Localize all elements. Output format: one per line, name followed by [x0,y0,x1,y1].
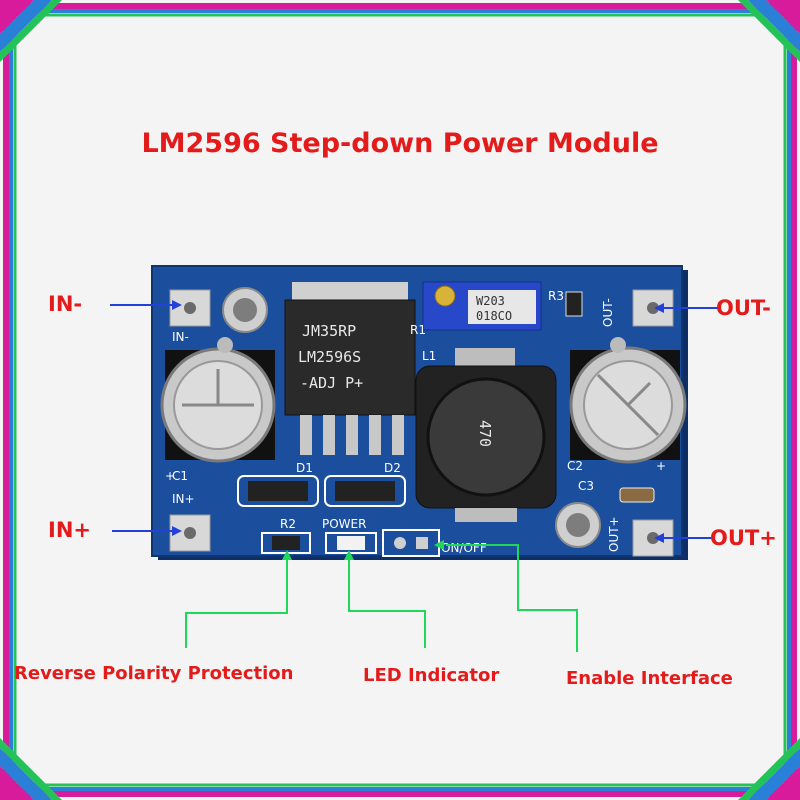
mounting-hole-top [222,287,268,333]
page-title: LM2596 Step-down Power Module [141,128,659,159]
label-enable-interface: Enable Interface [566,668,733,689]
silk-power: POWER [322,517,366,531]
silk-c2-plus: + [656,459,666,473]
silk-c3: C3 [578,479,594,493]
arrow-out-plus [654,533,712,543]
pot-marking-line1: W203 [476,294,505,308]
pot-marking-line2: 018CO [476,309,512,323]
regulator-ic [284,282,416,455]
inductor-marking: 470 [476,420,494,447]
label-led-indicator: LED Indicator [363,665,500,686]
arrow-in-plus [112,526,182,536]
corner-ribbon-top-right [738,0,800,62]
label-out-plus: OUT+ [710,526,777,550]
silk-c2: C2 [567,459,583,473]
enable-header [382,529,440,557]
pad-in-minus [169,289,211,327]
silk-r2: R2 [280,517,296,531]
pcb-board [151,265,688,560]
silk-l1: L1 [422,349,436,363]
silk-in-minus: IN- [172,330,189,344]
silk-out-plus: OUT+ [607,516,621,552]
capacitor-c1 [160,337,276,463]
mounting-hole-bottom [555,502,601,548]
label-out-minus: OUT- [716,296,771,320]
power-led [325,532,377,554]
label-reverse-polarity: Reverse Polarity Protection [14,663,294,684]
inductor-l1 [415,348,557,522]
diode-d2 [324,475,406,507]
arrow-in-minus [110,300,182,310]
label-in-plus: IN+ [48,518,91,542]
leader-enable-interface [434,540,578,652]
corner-ribbon-bottom-left [0,738,62,800]
silk-c1: C1 [172,469,188,483]
label-in-minus: IN- [48,292,83,316]
capacitor-c3 [619,487,655,503]
ic-marking-line2: LM2596S [298,348,361,366]
diode-d1 [237,475,319,507]
silk-c1-plus: + [165,469,175,483]
ic-marking-line1: JM35RP [302,322,356,340]
silk-in-plus: IN+ [172,492,195,506]
silk-d1: D1 [296,461,313,475]
silk-r3: R3 [548,289,564,303]
trim-potentiometer [422,281,542,331]
silk-d2: D2 [384,461,401,475]
corner-ribbon-bottom-right [738,738,800,800]
leader-led-indicator [344,550,426,648]
leader-reverse-polarity [185,550,292,648]
corner-ribbon-top-left [0,0,62,62]
resistor-r3 [565,291,583,317]
silk-onoff: ON/OFF [441,541,487,555]
silk-r1: R1 [410,323,426,337]
capacitor-c2 [569,337,687,464]
arrow-out-minus [654,303,718,313]
silk-out-minus: OUT- [601,298,615,327]
ic-marking-line3: -ADJ P+ [300,374,363,392]
